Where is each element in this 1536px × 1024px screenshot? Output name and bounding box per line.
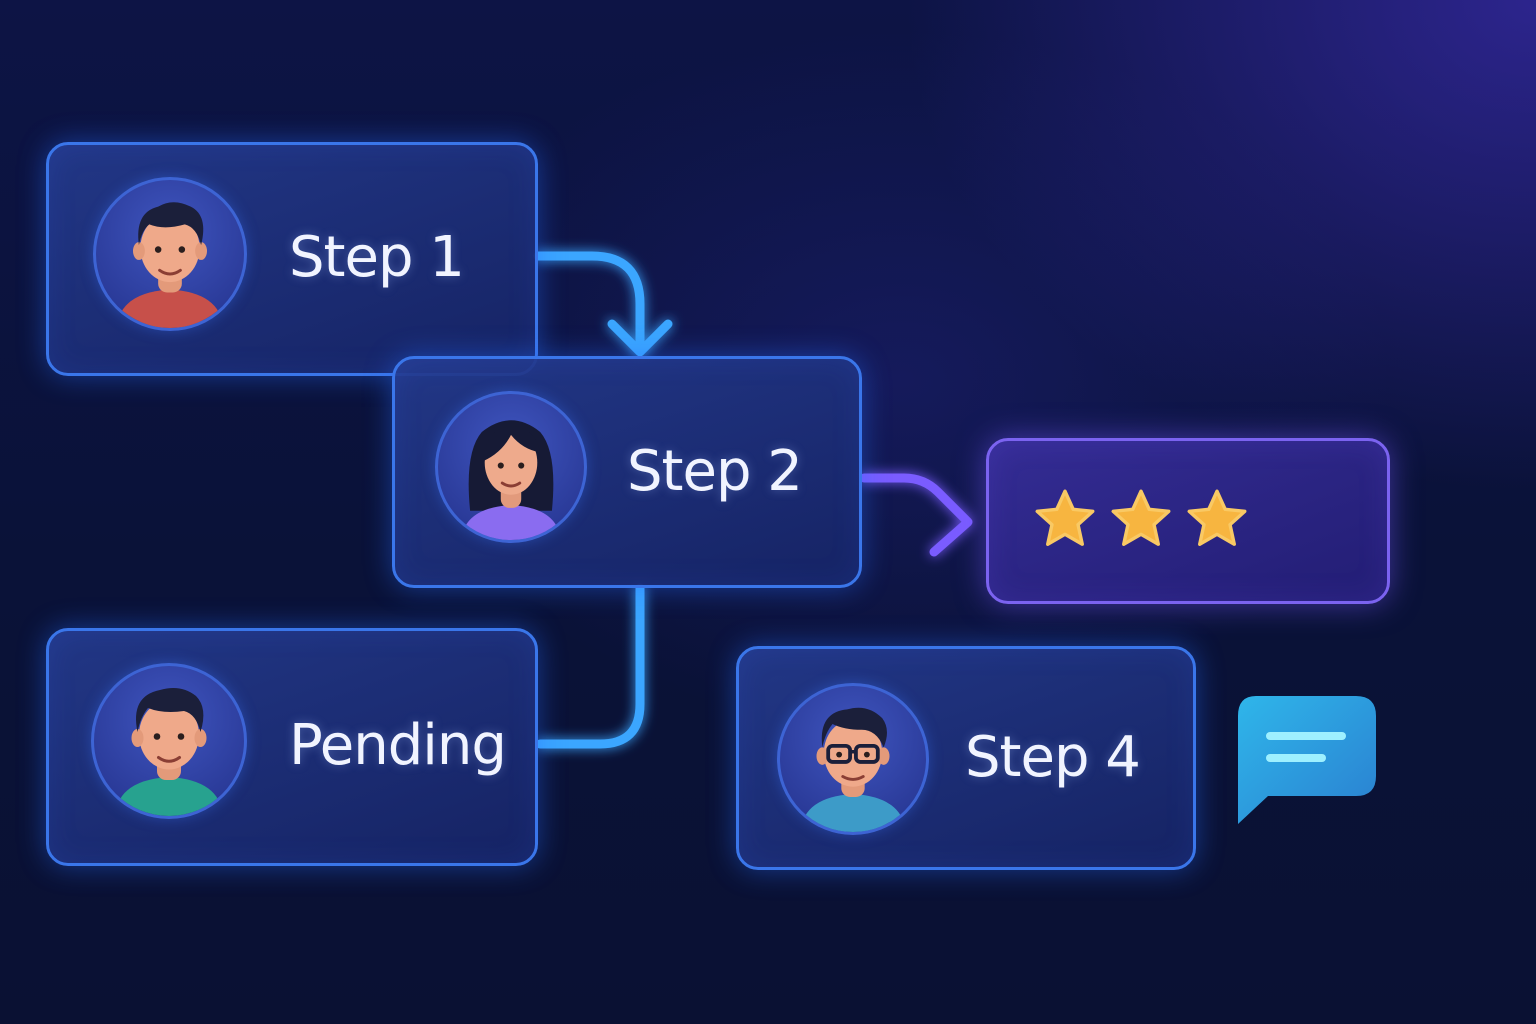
rating-card[interactable] [986, 438, 1390, 604]
star-icon [1035, 489, 1095, 546]
star-icon [1111, 489, 1171, 546]
chat-bubble-icon[interactable] [1234, 694, 1378, 826]
man-avatar-icon [91, 663, 247, 819]
arrowhead-down-icon [607, 319, 673, 357]
pending-card[interactable]: Pending [46, 628, 538, 866]
woman-avatar-icon [435, 391, 587, 543]
step-1-label: Step 1 [289, 225, 465, 290]
step-4-card[interactable]: Step 4 [736, 646, 1196, 870]
step-2-label: Step 2 [627, 439, 803, 504]
connector-step2-to-rating [859, 473, 973, 557]
step-2-card[interactable]: Step 2 [392, 356, 862, 588]
man-glasses-avatar-icon [777, 683, 929, 835]
step-4-label: Step 4 [965, 725, 1141, 790]
star-icon [1187, 489, 1247, 546]
step-1-card[interactable]: Step 1 [46, 142, 538, 376]
connector-step2-to-pending [535, 583, 645, 749]
chat-line-icon [1266, 754, 1326, 762]
man-avatar-icon [93, 177, 247, 331]
connector-step1-to-step2 [533, 251, 645, 351]
chat-line-icon [1266, 732, 1346, 740]
star-rating [1031, 485, 1251, 553]
pending-label: Pending [289, 713, 507, 778]
